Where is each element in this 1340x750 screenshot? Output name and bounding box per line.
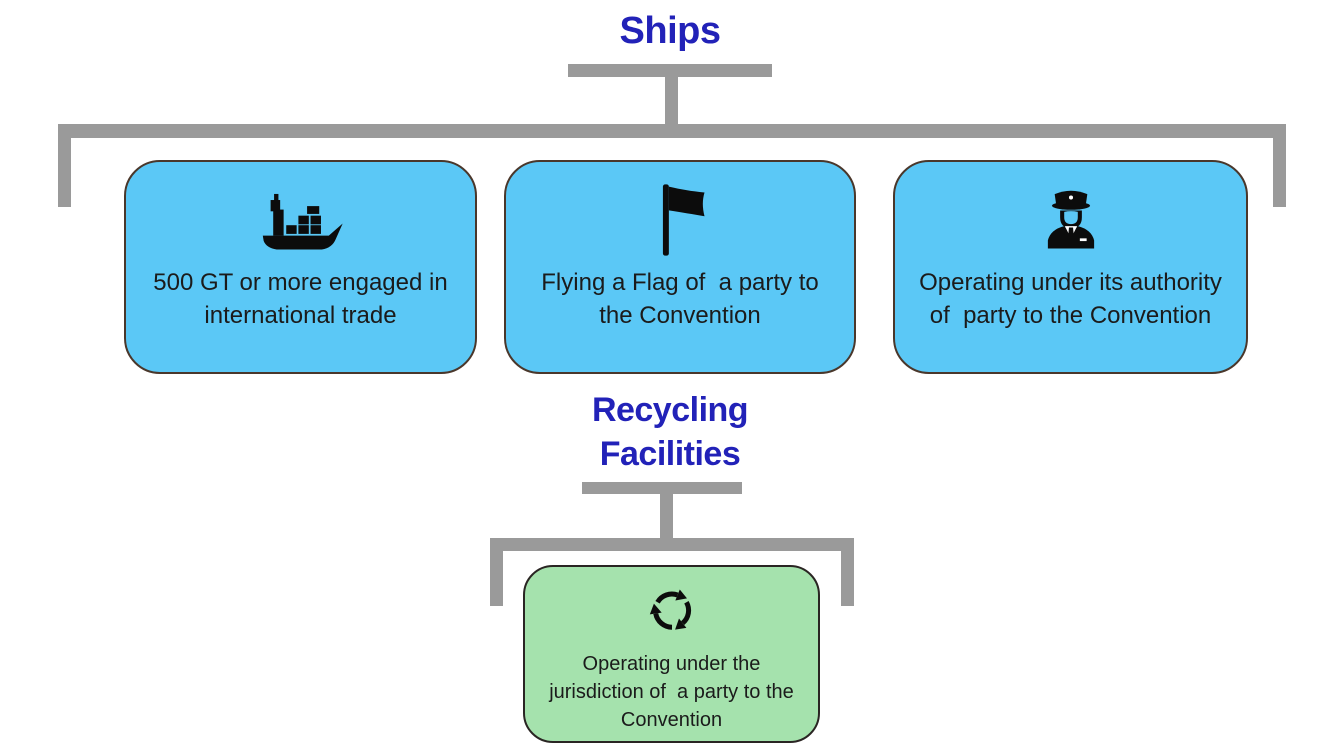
ship-criteria-box-tonnage: 500 GT or more engaged in international …: [124, 160, 477, 374]
box-text: Operating under the jurisdiction of a pa…: [549, 653, 794, 731]
ships-tree-branch-bar: [58, 124, 1286, 138]
ships-section-title: Ships: [619, 10, 721, 52]
ship-captain-icon: [1037, 180, 1105, 260]
ships-tree-top-bar: [568, 64, 772, 77]
recycling-section-title: Recycling Facilities: [591, 391, 749, 473]
flag-icon: [654, 180, 706, 260]
ships-tree-right-drop: [1273, 136, 1286, 207]
ship-criteria-box-authority: Operating under its authority of party t…: [893, 160, 1248, 374]
recycling-tree-right-drop: [841, 549, 854, 606]
ships-tree-stem: [665, 72, 678, 130]
recycling-tree-branch-bar: [490, 538, 854, 551]
ships-tree-left-drop: [58, 136, 71, 207]
recycling-tree-left-drop: [490, 549, 503, 606]
recycling-facility-box: Operating under the jurisdiction of a pa…: [523, 565, 820, 743]
recycling-tree-stem: [660, 490, 673, 542]
recycling-tree-top-bar: [582, 482, 742, 494]
cargo-ship-icon: [257, 180, 345, 260]
box-text: Flying a Flag of a party to the Conventi…: [541, 269, 819, 329]
box-text: Operating under its authority of party t…: [919, 269, 1222, 329]
ship-criteria-box-flag: Flying a Flag of a party to the Conventi…: [504, 160, 856, 374]
recycle-icon: [643, 578, 701, 642]
box-text: 500 GT or more engaged in international …: [153, 269, 448, 329]
